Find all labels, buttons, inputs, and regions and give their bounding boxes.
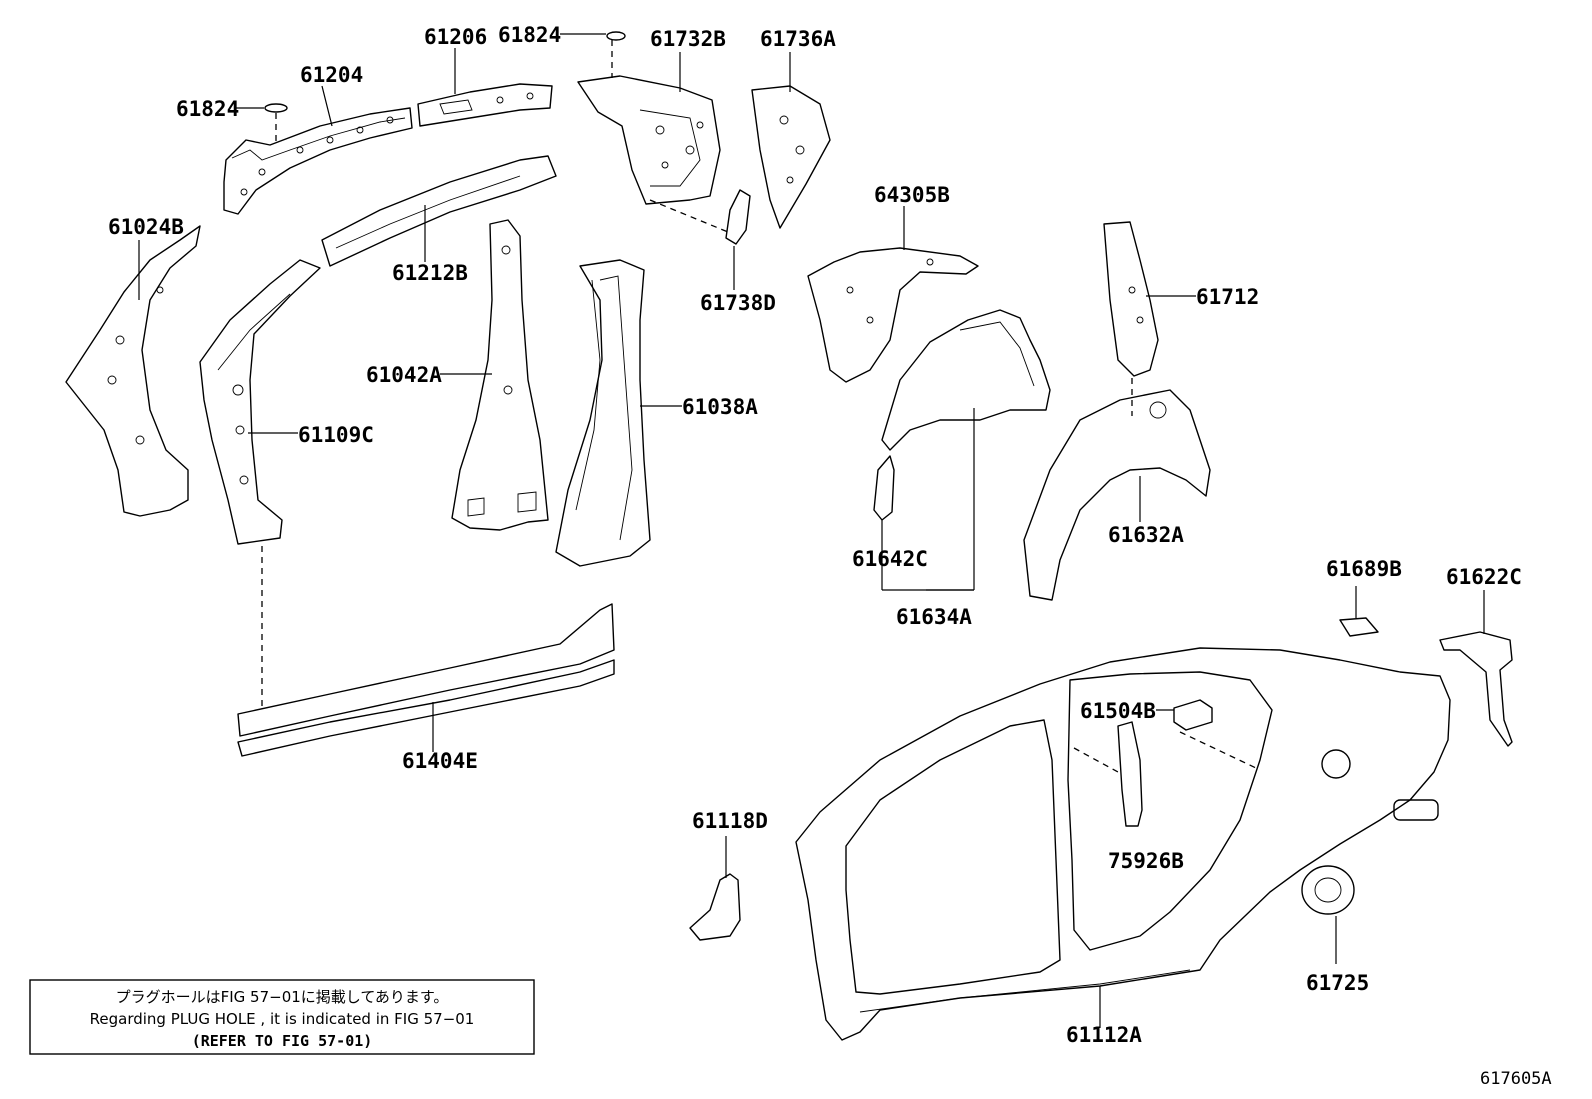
body-side-outer-61112A (795, 647, 1451, 1041)
patch-61689B (1339, 586, 1379, 637)
center-pillar-inner-61042A (440, 219, 549, 531)
package-tray-bracket-64305B (807, 206, 979, 383)
figure-code: 617605A (1480, 1069, 1552, 1089)
label-64305B: 64305B (874, 183, 950, 207)
label-61024B: 61024B (108, 215, 184, 239)
wheel-house-61634A (881, 309, 1051, 590)
label-61038A: 61038A (682, 395, 758, 419)
label-61632A: 61632A (1108, 523, 1184, 547)
plug-61824-left (236, 103, 288, 145)
label-61118D: 61118D (692, 809, 768, 833)
label-61634A: 61634A (896, 605, 972, 629)
bracket-61622C (1439, 590, 1513, 747)
plug-hole-note-box: プラグホールはFIG 57−01に掲載してあります。 Regarding PLU… (29, 979, 535, 1055)
note-line-english: Regarding PLUG HOLE , it is indicated in… (90, 1010, 475, 1028)
label-61712: 61712 (1196, 285, 1259, 309)
fuel-filler-housing-61725 (1301, 865, 1355, 964)
bracket-61738D (649, 189, 751, 290)
label-75926B: 75926B (1108, 849, 1184, 873)
label-61042A: 61042A (366, 363, 442, 387)
cowl-side-61024B (65, 225, 201, 517)
label-61212B: 61212B (392, 261, 468, 285)
quarter-panel-61736A (751, 52, 831, 229)
label-61204: 61204 (300, 63, 363, 87)
label-61736A: 61736A (760, 27, 836, 51)
roof-side-inner-61206 (417, 48, 553, 127)
label-61404E: 61404E (402, 749, 478, 773)
label-61689B: 61689B (1326, 557, 1402, 581)
label-61738D: 61738D (700, 291, 776, 315)
quarter-inner-61712 (1103, 221, 1196, 416)
roof-rail-61212B (321, 155, 557, 267)
label-61725: 61725 (1306, 971, 1369, 995)
roof-side-inner-61204 (223, 85, 413, 215)
front-pillar-61109C (199, 259, 321, 706)
note-line-refer: (REFER TO FIG 57-01) (192, 1032, 373, 1050)
plug-61824-right (560, 31, 626, 78)
center-pillar-outer-61038A (555, 259, 682, 567)
label-61504B: 61504B (1080, 699, 1156, 723)
quarter-outer-61632A (1023, 389, 1211, 601)
brace-61504B (1156, 699, 1257, 769)
rocker-panel-61404E (237, 603, 615, 757)
label-61824-right: 61824 (498, 23, 561, 47)
note-line-japanese: プラグホールはFIG 57−01に掲載してあります。 (116, 988, 449, 1006)
label-61622C: 61622C (1446, 565, 1522, 589)
label-61824-left: 61824 (176, 97, 239, 121)
bracket-61118D (689, 836, 741, 941)
label-61206: 61206 (424, 25, 487, 49)
label-61642C: 61642C (852, 547, 928, 571)
quarter-panel-inner-61732B (577, 52, 721, 205)
label-61109C: 61109C (298, 423, 374, 447)
label-61112A: 61112A (1066, 1023, 1142, 1047)
pillar-garnish-75926B (1073, 721, 1143, 827)
label-61732B: 61732B (650, 27, 726, 51)
